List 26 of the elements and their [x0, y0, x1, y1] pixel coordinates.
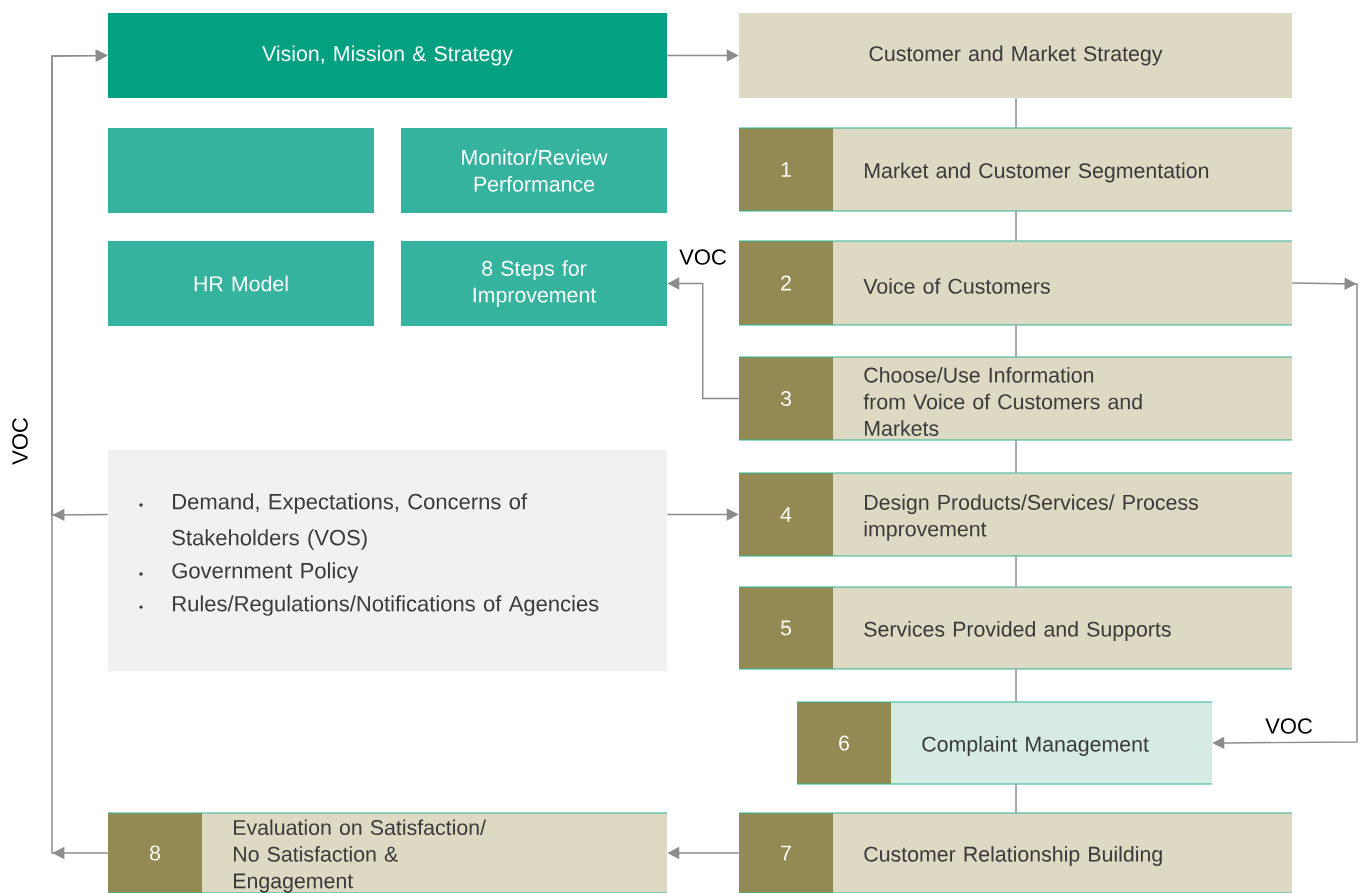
connector-line — [1015, 439, 1017, 474]
topic-box — [108, 128, 374, 213]
connector-line — [1015, 555, 1017, 588]
step-box: 8 Evaluation on Satisfaction/ No Satisfaction & Engagement — [107, 812, 668, 893]
strategy-box: Customer and Market Strategy — [739, 13, 1292, 98]
edge-label: VOC — [10, 415, 30, 467]
step-box: 7 Customer Relationship Building — [738, 812, 1293, 893]
connector-line — [1015, 783, 1017, 814]
connector-line — [1015, 324, 1017, 358]
header-box: Vision, Mission & Strategy — [108, 13, 667, 98]
topic-box: HR Model — [108, 241, 374, 326]
step-box: 6 Complaint Management — [796, 701, 1213, 785]
step-box: 4 Design Products/Services/ Process improvement — [738, 472, 1293, 557]
edge-label: VOC — [677, 247, 729, 267]
connector-line — [1015, 210, 1017, 242]
step-box: 1 Market and Customer Segmentation — [738, 127, 1293, 212]
topic-box: Monitor/Review Performance — [401, 128, 667, 213]
step-box: 3 Choose/Use Information from Voice of Customers and Markets — [738, 356, 1293, 441]
edge-label: VOC — [1263, 716, 1315, 736]
step-box: 5 Services Provided and Supports — [738, 586, 1293, 670]
step-box: 2 Voice of Customers — [738, 240, 1293, 326]
connector-line — [1015, 97, 1017, 129]
topic-box: 8 Steps for Improvement — [401, 241, 667, 326]
bullet-list-box: Demand, Expectations, Concerns of Stakeholders (VOS) Government Policy Rules/Regulations/Notifications of Agencies — [108, 450, 667, 671]
connector-line — [1015, 668, 1017, 703]
arrow — [51, 49, 109, 860]
